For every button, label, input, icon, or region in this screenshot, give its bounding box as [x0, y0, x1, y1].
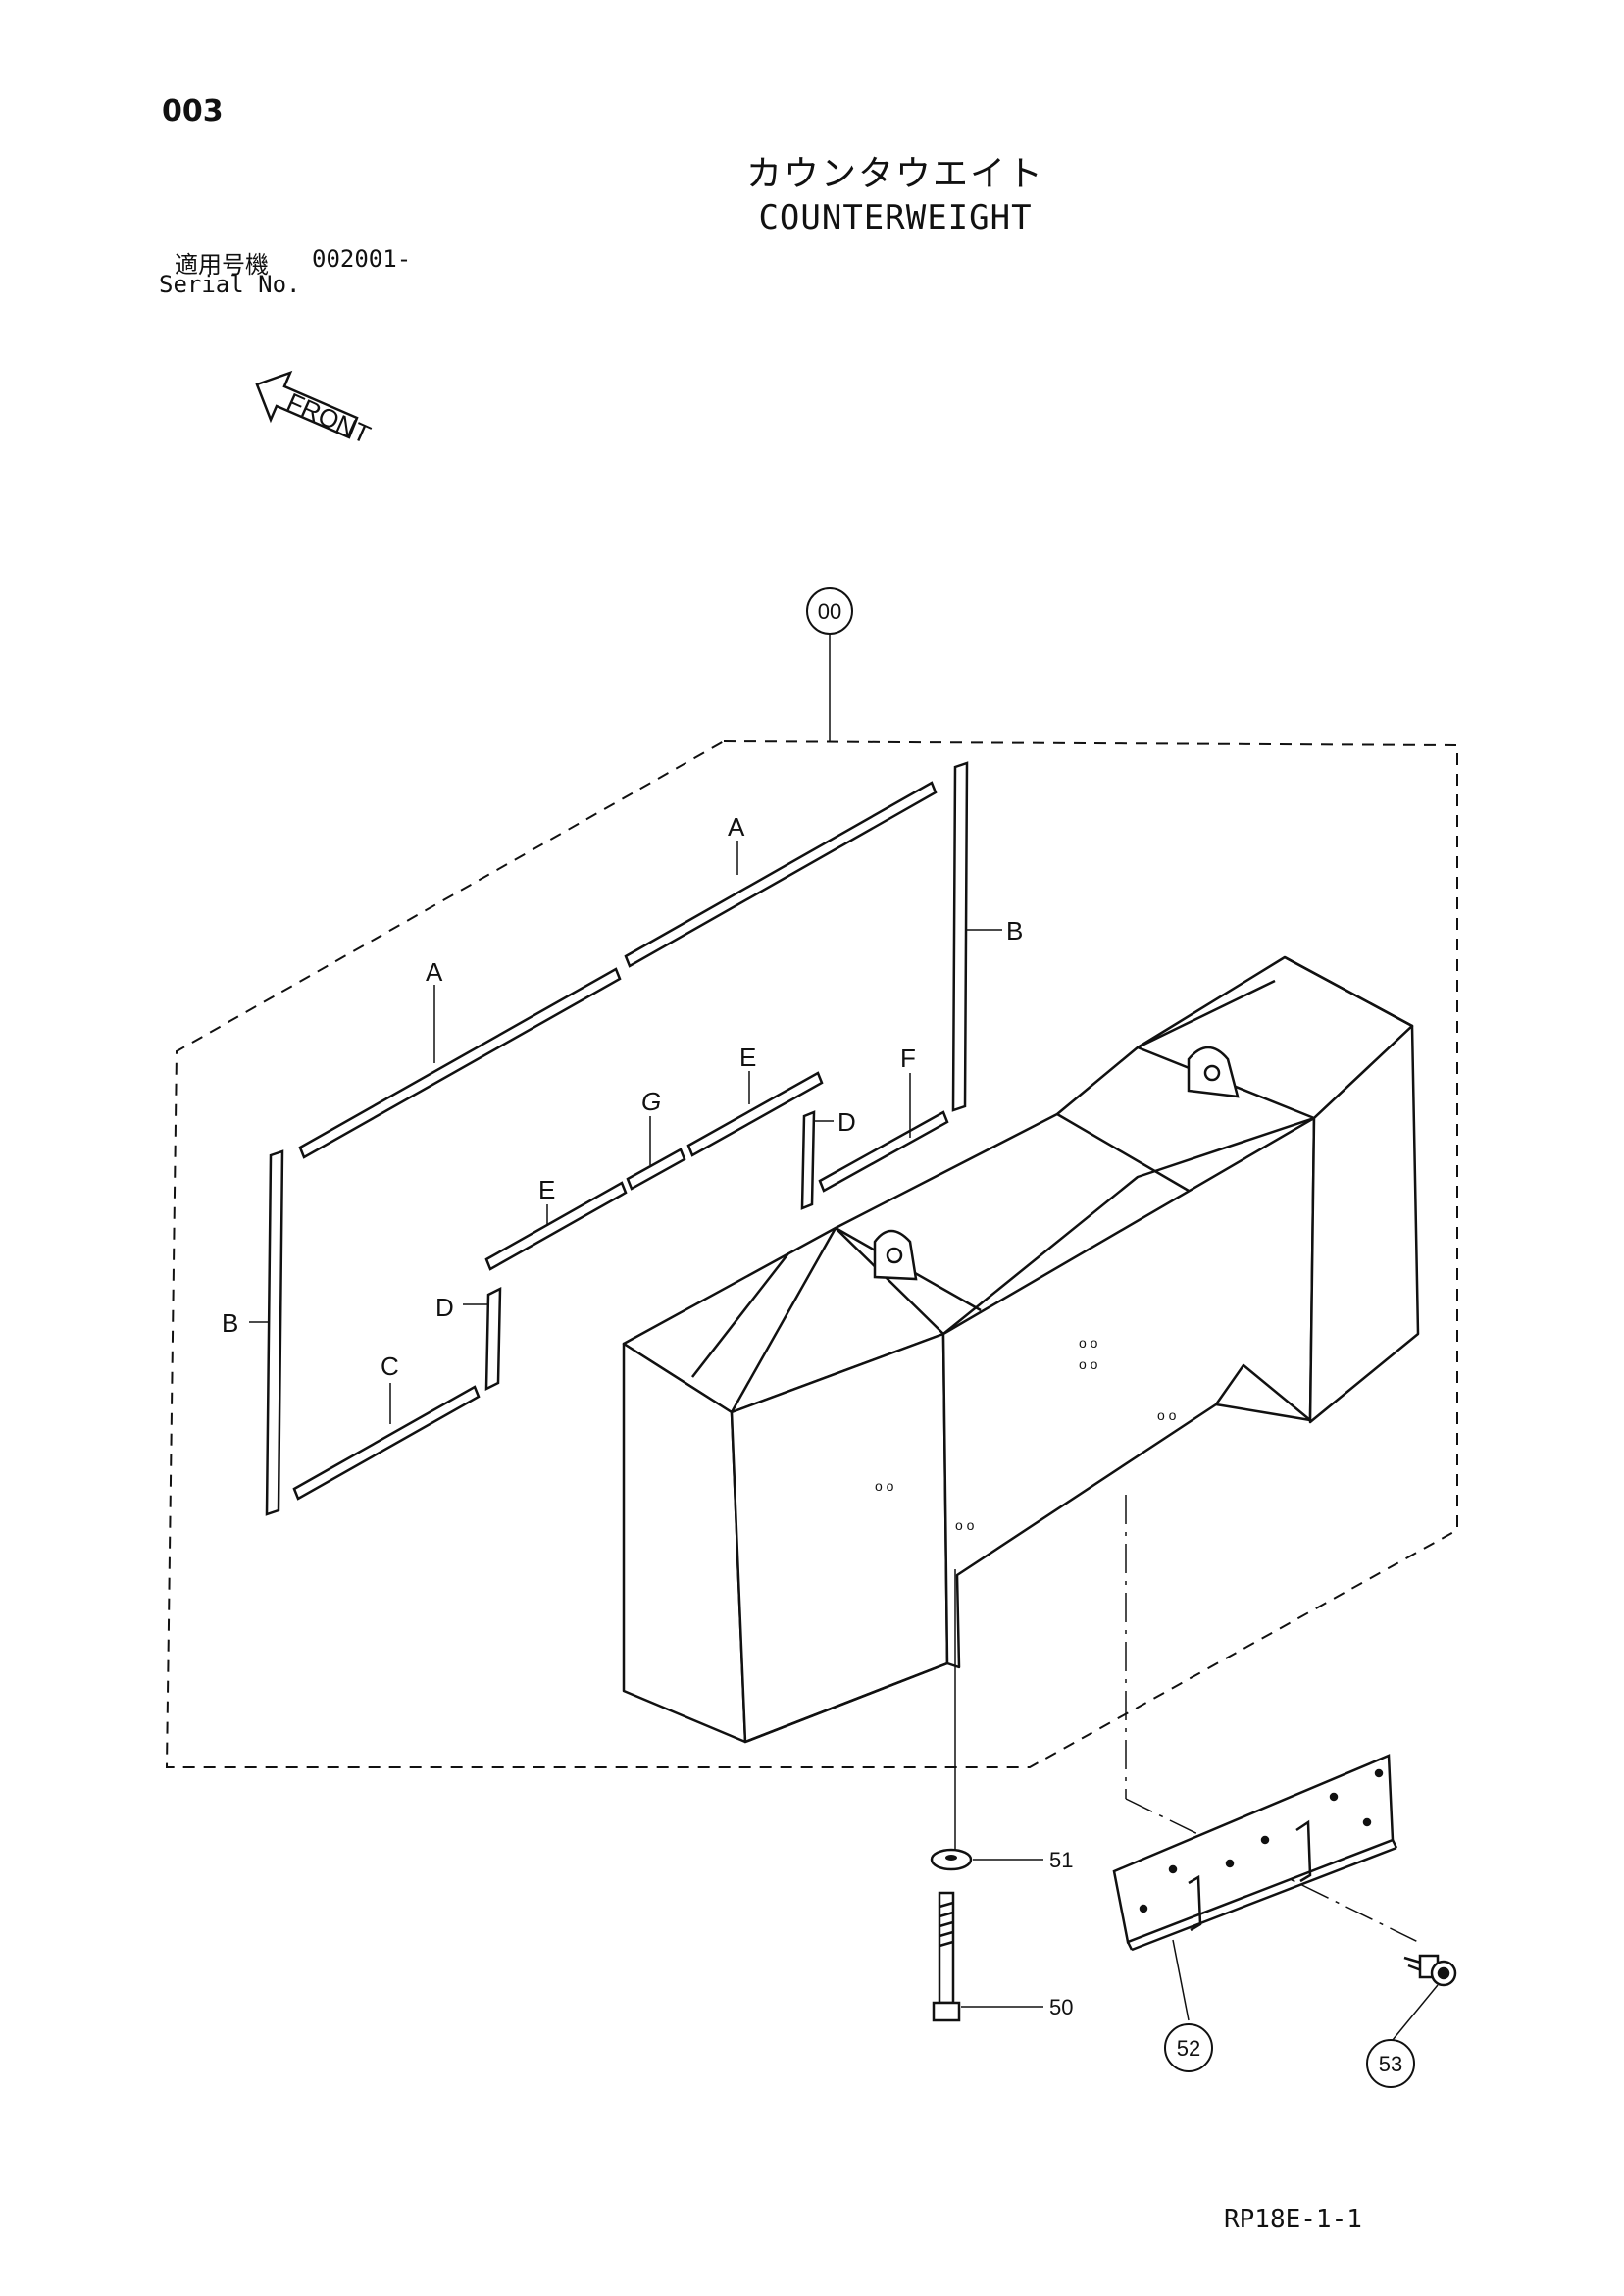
serial-label-japanese: 適用号機: [175, 251, 269, 279]
callout-plate: 52: [1164, 1939, 1213, 2072]
callout-assembly-number: 00: [818, 599, 841, 624]
strip-e-upper: [686, 1071, 824, 1157]
front-arrow-label: FRONT: [282, 386, 375, 449]
label-b-left: B: [222, 1308, 238, 1338]
label-e-lower: E: [538, 1175, 555, 1204]
label-c: C: [381, 1352, 399, 1381]
label-d-lower: D: [435, 1293, 454, 1322]
callout-washer-number: 51: [1049, 1848, 1073, 1872]
svg-text:o o: o o: [1157, 1407, 1177, 1423]
bolt-53: [1403, 1954, 1457, 1987]
strip-a-lower: [298, 967, 622, 1159]
strip-b-left: [265, 1149, 284, 1516]
strip-d-lower: [484, 1286, 502, 1392]
callout-plate-number: 52: [1177, 2036, 1200, 2061]
bolt-50: 50: [932, 1891, 1073, 2022]
strip-c: [292, 1385, 481, 1501]
svg-text:o o: o o: [1079, 1335, 1098, 1351]
strip-a-upper: [624, 781, 938, 968]
label-a-lower: A: [426, 957, 443, 987]
title-japanese: カウンタウエイト: [745, 154, 1044, 194]
svg-text:o o: o o: [875, 1478, 894, 1494]
strip-set: [265, 761, 969, 1516]
svg-text:o o: o o: [1079, 1356, 1098, 1372]
label-f: F: [900, 1044, 916, 1073]
strip-g: [626, 1148, 686, 1191]
lifting-lug-front: [873, 1229, 918, 1281]
strip-d-upper: [800, 1110, 816, 1210]
callout-assembly: 00: [806, 587, 853, 741]
strip-e-lower: [484, 1181, 628, 1271]
assembly-boundary: [165, 740, 1458, 1768]
strip-f: [818, 1110, 949, 1193]
serial-label-english: Serial No.: [159, 271, 301, 298]
svg-text:o o: o o: [955, 1517, 975, 1533]
serial-value: 002001-: [312, 245, 412, 273]
page-number: 003: [162, 94, 224, 128]
label-e-upper: E: [739, 1043, 756, 1072]
label-g: G: [641, 1087, 661, 1116]
label-a-upper: A: [728, 812, 745, 842]
title-english: COUNTERWEIGHT: [758, 198, 1033, 237]
callout-bolt-number: 50: [1049, 1995, 1073, 2019]
plate-52: [1112, 1754, 1398, 1952]
label-d-upper: D: [837, 1107, 856, 1137]
washer-51: 51: [930, 1848, 1073, 1872]
lifting-lug-rear: [1187, 1046, 1240, 1098]
callout-bolt-53-number: 53: [1379, 2052, 1402, 2076]
bolt-hole-marks: o o o o o o o o o o: [875, 1335, 1177, 1533]
counterweight-body: [622, 955, 1420, 1744]
callout-bolt-53: 53: [1366, 1984, 1439, 2088]
strip-b-right: [951, 761, 969, 1112]
drawing-code: RP18E-1-1: [1224, 2205, 1362, 2234]
label-b-right: B: [1006, 916, 1023, 945]
front-arrow-icon: FRONT: [255, 370, 375, 449]
